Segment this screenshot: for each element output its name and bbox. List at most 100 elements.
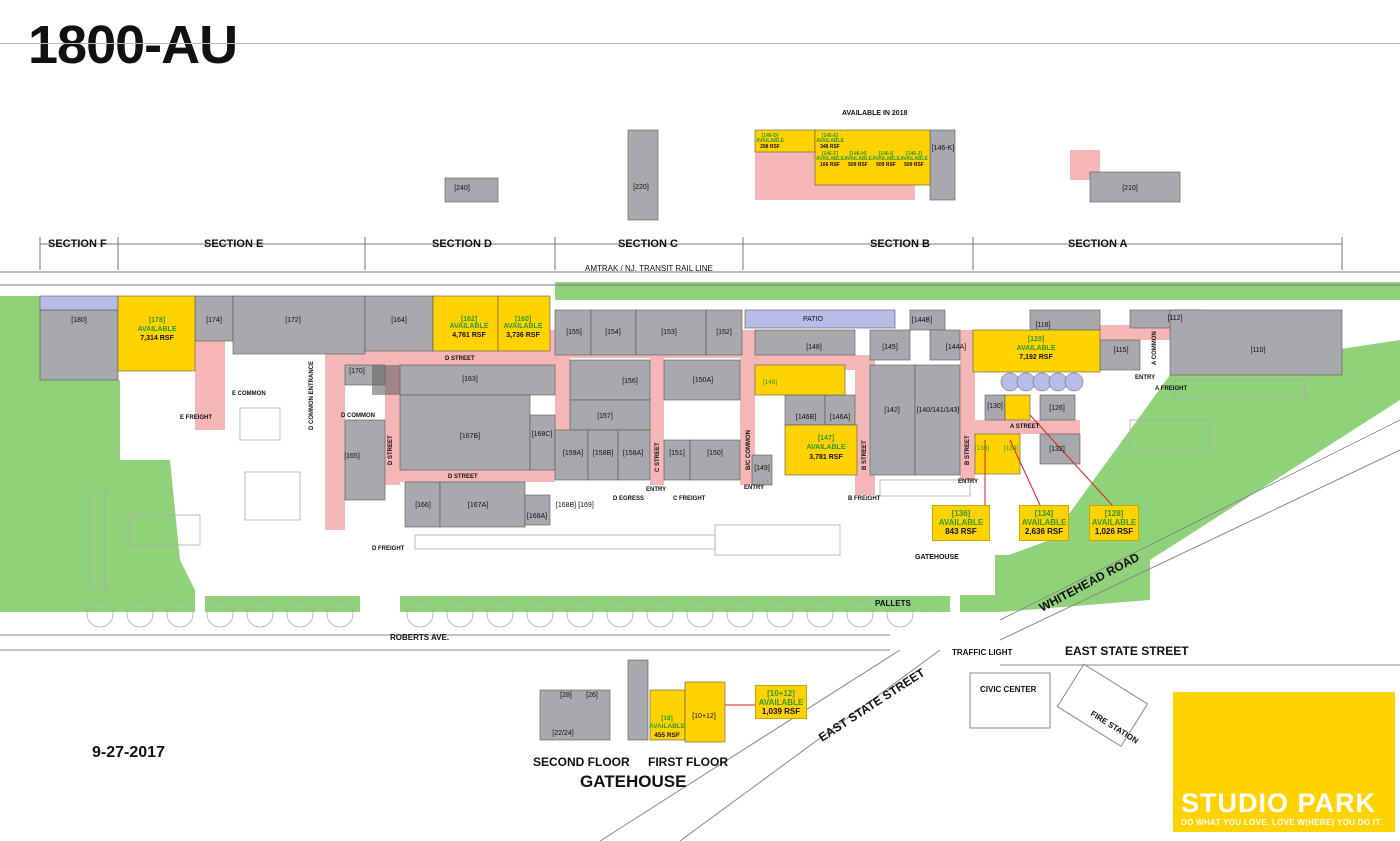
available-2018-label: AVAILABLE IN 2018 [842, 110, 908, 117]
unit-label: [28] [560, 692, 572, 699]
trees [86, 600, 914, 628]
avail-160-size: 3,736 RSF [506, 332, 540, 339]
avail-18-size: 455 RSF [654, 732, 680, 739]
a-common: A COMMON [1152, 331, 1158, 365]
avail-146j-status: AVAILABLE [900, 156, 929, 162]
f-top-strip [39, 295, 119, 311]
b-freight: B FREIGHT [848, 496, 881, 502]
avail-178-status: AVAILABLE [137, 326, 176, 333]
c-freight: C FREIGHT [673, 496, 706, 502]
callout-134-id: [134] [1034, 509, 1054, 518]
unit-label: [167A] [468, 502, 488, 509]
unit-label: [115] [1113, 347, 1128, 354]
unit-label: [145] [882, 344, 898, 351]
callout-136: [136] AVAILABLE 843 RSF [932, 505, 990, 541]
d-egress: D EGRESS [613, 496, 644, 502]
unit-label: [164] [391, 317, 407, 324]
unit-label: [130] [987, 403, 1003, 410]
avail-146e-size: 348 RSF [820, 144, 840, 150]
section-dividers [39, 237, 1343, 270]
unit-labels: [180] [174] [172] [164] [170] [163] [165… [71, 145, 1265, 737]
avail-162-size: 4,761 RSF [452, 332, 486, 339]
entry-c: ENTRY [646, 487, 666, 493]
pallets-label: PALLETS [875, 599, 912, 608]
unit-label: [169] [578, 502, 594, 509]
unit-label: [10+12] [692, 713, 716, 720]
civic-center: CIVIC CENTER [980, 685, 1037, 694]
avail-146h-size: 509 RSF [848, 162, 868, 168]
d-common-entrance: D COMMON ENTRANCE [309, 361, 315, 430]
b-street-1: B STREET [862, 440, 868, 470]
section-e: SECTION E [204, 238, 264, 250]
avail-146i-size: 509 RSF [876, 162, 896, 168]
canopy-circles [1000, 372, 1084, 392]
avail-162-id: [162] [461, 316, 477, 323]
avail-146h-id: [146-H] [850, 151, 867, 157]
brand-name: STUDIO PARK [1181, 788, 1377, 818]
a-street: A STREET [1010, 424, 1040, 430]
avail-146i-status: AVAILABLE [872, 156, 901, 162]
unit-label: [132] [1049, 446, 1065, 453]
avail-146h-status: AVAILABLE [844, 156, 873, 162]
unit-label: [240] [454, 185, 470, 192]
entry-bc: ENTRY [744, 485, 764, 491]
unit-label: [142] [884, 407, 900, 414]
gatehouse-label: GATEHOUSE [915, 554, 959, 561]
unit-label: [146] [763, 379, 778, 386]
d-street-vert: D STREET [388, 435, 394, 465]
available-spaces [117, 129, 1101, 743]
unit-label: [149] [754, 465, 770, 472]
section-c: SECTION C [618, 238, 678, 250]
section-d: SECTION D [432, 238, 492, 250]
unit-label: [210] [1122, 185, 1138, 192]
unit-label: [168A] [527, 513, 547, 520]
unit-label: [22/24] [552, 730, 573, 737]
d-street-top: D STREET [445, 356, 475, 362]
avail-146d-size: 298 RSF [760, 144, 780, 150]
section-f: SECTION F [48, 238, 107, 250]
plan-date: 9-27-2017 [92, 744, 165, 761]
d-common: D COMMON [341, 413, 375, 419]
studio-park-logo: STUDIO PARK DO WHAT YOU LOVE. LOVE W(HER… [1173, 692, 1395, 832]
callout-128: [128] AVAILABLE 1,026 RSF [1089, 505, 1139, 541]
unit-label: [112] [1167, 315, 1182, 322]
callout-134-status: AVAILABLE [1021, 518, 1067, 527]
avail-178-size: 7,314 RSF [140, 335, 174, 342]
bc-common: B/C COMMON [746, 430, 752, 470]
avail-146f-id: [146-F] [822, 151, 839, 157]
b-street-2: B STREET [965, 435, 971, 465]
unit-label: [163] [462, 376, 478, 383]
callout-128-id: [128] [1104, 509, 1124, 518]
unit-label: [170] [349, 368, 365, 375]
avail-120-id: [120] [1028, 336, 1044, 343]
unit-label: [26] [586, 692, 598, 699]
unit-label: [118] [1035, 322, 1050, 329]
unit-label: [168C] [532, 431, 553, 438]
callout-136-status: AVAILABLE [938, 518, 984, 527]
avail-18-id: [18] [661, 715, 673, 722]
unit-label: [159A] [563, 450, 583, 457]
unit-label: [140/141/143] [917, 407, 960, 414]
patio-area [744, 309, 896, 329]
e-freight: E FREIGHT [180, 415, 212, 421]
unit-label: [144B] [912, 317, 932, 324]
avail-120-status: AVAILABLE [1016, 345, 1055, 352]
avail-160-id: [160] [515, 316, 531, 323]
unit-label: [151] [669, 450, 685, 457]
callout-134-size: 2,636 RSF [1024, 527, 1064, 536]
unit-label: [126] [1049, 405, 1065, 412]
entry-a: ENTRY [1135, 375, 1155, 381]
unit-label: [153] [661, 329, 677, 336]
avail-146d-status: AVAILABLE [756, 138, 785, 144]
unit-label: [154] [605, 329, 621, 336]
avail-120-size: 7,192 RSF [1019, 354, 1053, 361]
roads [0, 419, 1400, 841]
unit-label: [146-K] [932, 145, 955, 152]
d-street-bottom: D STREET [448, 474, 478, 480]
rail-line-label: AMTRAK / NJ. TRANSIT RAIL LINE [585, 264, 713, 273]
avail-146f-size: 166 RSF [820, 162, 840, 168]
unit-label: [158B] [593, 450, 613, 457]
unit-label: [180] [71, 317, 87, 324]
unit-label: [172] [285, 317, 301, 324]
east-state-street-diag: EAST STATE STREET [816, 665, 928, 744]
